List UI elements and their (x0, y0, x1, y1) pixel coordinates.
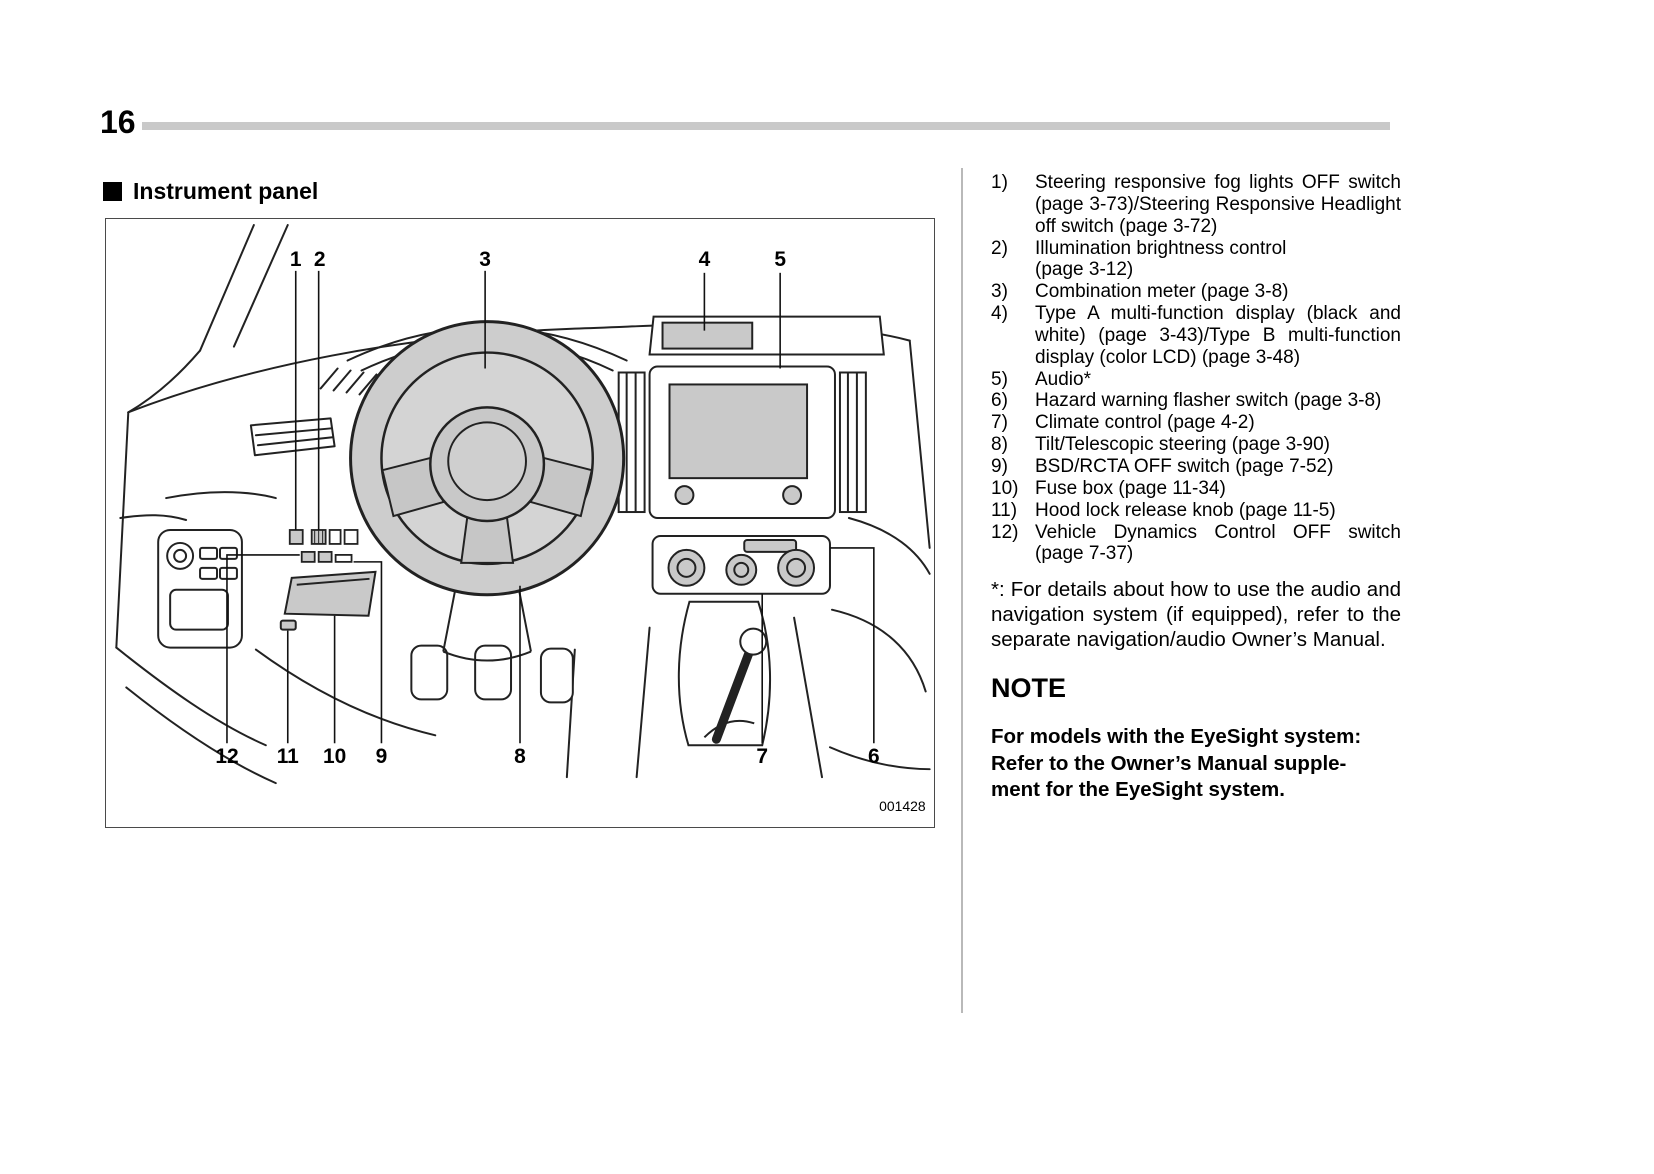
callout-label-4: 4 (699, 248, 711, 271)
pedals (410, 644, 574, 704)
legend-item: 9) BSD/RCTA OFF switch (page 7-52) (991, 456, 1401, 478)
legend-item-number: 2) (991, 237, 1008, 259)
column-divider (961, 168, 963, 1013)
legend-item-text: Hood lock release knob (page 11-5) (1035, 499, 1336, 521)
page-number: 16 (100, 104, 136, 140)
legend-item: 3) Combination meter (page 3-8) (991, 281, 1401, 303)
door-switch-panel (157, 528, 243, 649)
legend-item: 12) Vehicle Dynamics Control OFF switch … (991, 522, 1401, 566)
legend-item-text: Illumination brightness control (page 3-… (1035, 237, 1287, 281)
note-body: For models with the EyeSight system: Ref… (991, 725, 1362, 802)
legend-item: 10) Fuse box (page 11-34) (991, 478, 1401, 500)
callout-label-1: 1 (290, 248, 302, 271)
legend-item-text: Type A multi-function display (black and… (1035, 303, 1401, 368)
callout-label-11: 11 (277, 745, 299, 768)
legend-item: 7) Climate control (page 4-2) (991, 412, 1401, 434)
left-switch-panel (288, 529, 359, 563)
figure-box: 1 2 3 4 5 12 11 10 9 8 7 6 001428 (105, 218, 935, 828)
legend-item: 2) Illumination brightness control (page… (991, 238, 1401, 282)
steering-wheel (349, 320, 626, 662)
callout-label-7: 7 (756, 745, 768, 768)
climate-control-panel (651, 534, 831, 595)
legend-item: 5) Audio* (991, 369, 1401, 391)
storage-tray (279, 570, 377, 631)
legend-item-number: 6) (991, 390, 1008, 412)
legend-item-number: 5) (991, 368, 1008, 390)
legend-item: 6) Hazard warning flasher switch (page 3… (991, 390, 1401, 412)
instrument-panel-diagram: 1 2 3 4 5 12 11 10 9 8 7 6 001428 (115, 223, 931, 814)
callout-label-12: 12 (215, 745, 238, 768)
legend-item-text: Fuse box (page 11-34) (1035, 477, 1226, 499)
legend-item: 4) Type A multi-function display (black … (991, 303, 1401, 369)
note-title: NOTE (991, 672, 1067, 703)
audio-screen (668, 383, 809, 480)
callout-label-3: 3 (479, 248, 491, 271)
callout-leader-lines (226, 270, 875, 744)
legend-item-number: 8) (991, 434, 1008, 456)
multi-function-display (661, 321, 754, 350)
legend-item-number: 4) (991, 303, 1008, 325)
legend-item-text: BSD/RCTA OFF switch (page 7-52) (1035, 455, 1334, 477)
legend-item: 8) Tilt/Telescopic steering (page 3-90) (991, 434, 1401, 456)
callout-label-6: 6 (868, 745, 880, 768)
legend-item-number: 7) (991, 412, 1008, 434)
legend-item-text: Audio* (1035, 368, 1091, 390)
callout-label-5: 5 (774, 248, 786, 271)
hazard-switch (743, 538, 798, 553)
gear-shifter (677, 600, 772, 747)
legend-item-number: 1) (991, 172, 1008, 193)
section-heading-label: Instrument panel (133, 178, 319, 204)
legend-item-text: Vehicle Dynamics Control OFF switch (pag… (1035, 521, 1401, 565)
legend-item: 11) Hood lock release knob (page 11-5) (991, 500, 1401, 522)
heading-bullet-square-icon (103, 182, 122, 201)
callout-label-2: 2 (314, 248, 326, 271)
legend-item-number: 11) (991, 499, 1018, 521)
callout-label-10: 10 (323, 745, 346, 768)
callout-label-8: 8 (514, 745, 526, 768)
legend-item-number: 12) (991, 521, 1019, 543)
legend-list: 1) Steering responsive fog lights OFF sw… (991, 172, 1401, 565)
legend-item: 1) Steering responsive fog lights OFF sw… (991, 172, 1401, 238)
audio-footnote: *: For details about how to use the audi… (991, 578, 1401, 652)
callout-label-9: 9 (376, 745, 388, 768)
legend-item-text: Tilt/Telescopic steering (page 3-90) (1035, 434, 1330, 456)
section-heading: Instrument panel (103, 178, 318, 205)
header-rule (142, 122, 1390, 130)
legend-item-number: 3) (991, 281, 1008, 303)
legend-item-text: Combination meter (page 3-8) (1035, 281, 1289, 303)
figure-code: 001428 (879, 798, 926, 814)
center-stack (617, 315, 885, 520)
legend-item-number: 9) (991, 455, 1008, 477)
legend-item-text: Climate control (page 4-2) (1035, 412, 1255, 434)
legend-item-text: Hazard warning flasher switch (page 3-8) (1035, 390, 1382, 412)
legend-item-number: 10) (991, 477, 1019, 499)
legend-column: 1) Steering responsive fog lights OFF sw… (991, 172, 1401, 825)
dashboard-outline (115, 223, 931, 785)
legend-item-text: Steering responsive fog lights OFF switc… (1035, 172, 1401, 237)
